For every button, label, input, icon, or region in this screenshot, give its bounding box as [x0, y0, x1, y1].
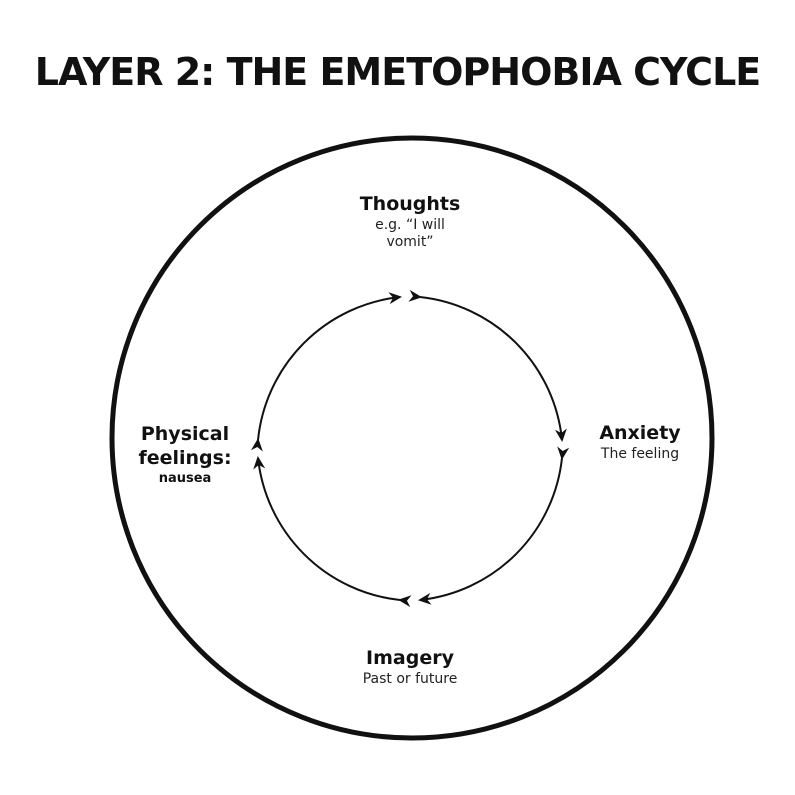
physical-heading-line1: Physical — [140, 423, 230, 445]
diagram-title: LAYER 2: THE EMETOPHOBIA CYCLE — [34, 50, 762, 94]
anxiety-heading: Anxiety — [599, 422, 681, 444]
outer-boundary-circle — [109, 135, 715, 741]
anxiety-subtitle: The feeling — [600, 445, 680, 462]
arrow-thoughts-to-anxiety — [408, 289, 567, 442]
imagery-heading: Imagery — [366, 647, 454, 669]
arrow-physical-to-thoughts — [250, 292, 402, 452]
node-thoughts: Thoughts e.g. “I will vomit” — [330, 193, 490, 252]
node-physical-feelings: Physical feelings: nausea — [105, 423, 265, 487]
thoughts-heading: Thoughts — [359, 193, 461, 215]
thoughts-subtitle-line2: vomit” — [386, 234, 434, 251]
node-imagery: Imagery Past or future — [330, 647, 490, 688]
arrow-anxiety-to-imagery — [418, 446, 570, 605]
arrow-imagery-to-physical — [253, 456, 412, 608]
physical-subtitle: nausea — [158, 470, 212, 486]
node-anxiety: Anxiety The feeling — [565, 422, 715, 463]
physical-heading-line2: feelings: — [138, 446, 232, 469]
imagery-subtitle: Past or future — [362, 670, 458, 687]
thoughts-subtitle-line1: e.g. “I will — [375, 216, 445, 233]
